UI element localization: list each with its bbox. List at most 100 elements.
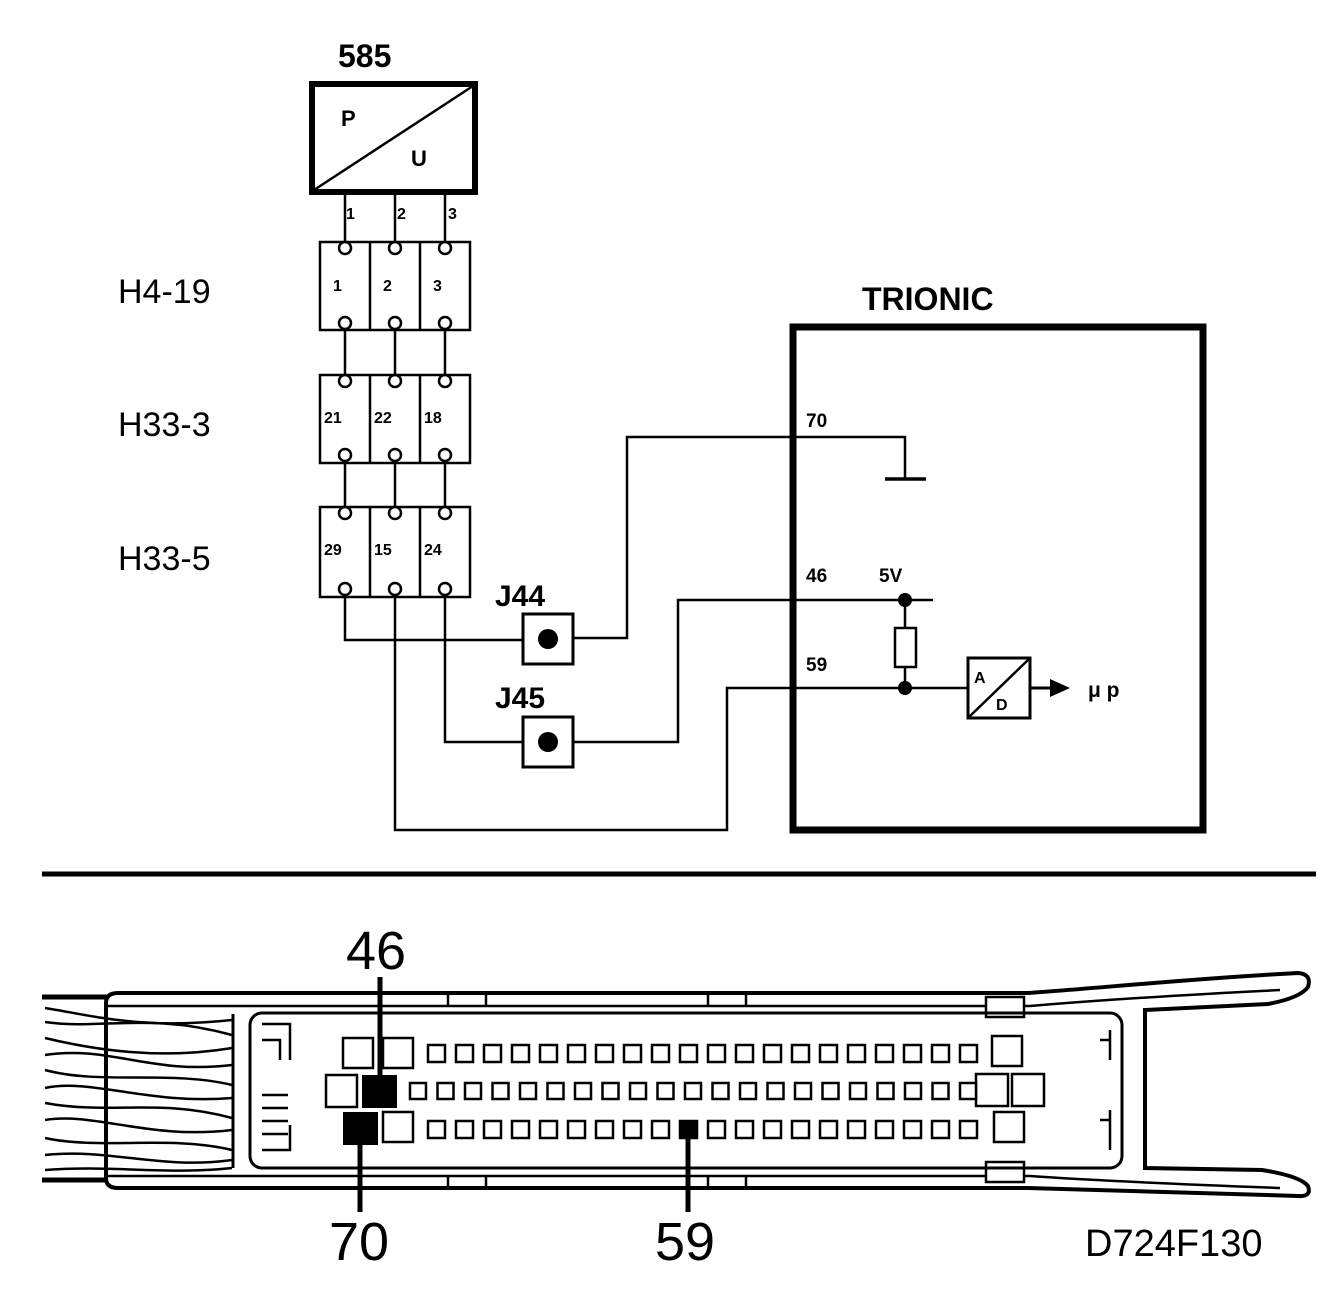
terminal: [387, 505, 403, 521]
pin-cavity: [454, 1043, 475, 1064]
wire-supply: [573, 598, 933, 744]
cavity-number: 21: [324, 410, 342, 427]
large-cavity: [381, 1036, 415, 1070]
large-cavity: [341, 1036, 375, 1070]
pin-cavity: [958, 1119, 979, 1140]
pin-cavity: [538, 1043, 559, 1064]
pull-up-resistor: [893, 626, 918, 669]
module-body: [789, 323, 1207, 834]
pin-cavity: [738, 1081, 758, 1101]
pin-70-callout: 70: [329, 1212, 389, 1272]
pin-46-callout: 46: [346, 921, 406, 981]
pin-cavity: [436, 1081, 455, 1101]
pin-cavity: [622, 1119, 643, 1140]
pin-cavity: [678, 1043, 699, 1064]
sensor-pin-label: 1: [346, 206, 355, 223]
terminal: [337, 240, 353, 256]
terminal: [387, 240, 403, 256]
terminal: [387, 581, 403, 597]
pin-cavity: [622, 1043, 643, 1064]
terminal: [437, 447, 453, 463]
pin-cavity: [683, 1081, 703, 1101]
cavity-number: 3: [433, 278, 442, 295]
pin-signal-label: 59: [806, 655, 827, 676]
processor-label: μ p: [1088, 679, 1120, 702]
pin-cavity: [463, 1081, 483, 1101]
wires: [337, 435, 968, 832]
sensor-input-label: P: [341, 106, 356, 131]
terminal: [337, 505, 353, 521]
pin-cavity: [426, 1043, 447, 1064]
large-cavity: [992, 1110, 1026, 1144]
wire-bundle: [42, 994, 235, 1183]
ad-converter-diagonal: [968, 658, 1030, 718]
pin-cavity: [628, 1081, 648, 1101]
pin-cavity: [566, 1043, 587, 1064]
pin-cavity: [821, 1081, 840, 1101]
pin-cavity: [706, 1043, 727, 1064]
cavity-number: 2: [383, 278, 392, 295]
pin-cavity: [538, 1119, 559, 1140]
pin-cavity: [818, 1119, 839, 1140]
terminal: [437, 240, 453, 256]
bundle-wire: [44, 1084, 233, 1101]
bundle-wire: [44, 1020, 233, 1037]
cavity-number: 18: [424, 410, 442, 427]
housing-comb: [262, 1093, 292, 1152]
connector-label: H33-3: [118, 406, 211, 444]
pin-cavity: [874, 1119, 895, 1140]
pin-cavity: [930, 1043, 951, 1064]
cavity-number: 1: [333, 278, 342, 295]
connector-shell: [104, 970, 1311, 1199]
large-cavity: [1010, 1072, 1046, 1108]
pin-cavity: [566, 1119, 587, 1140]
splice-j45: J45: [495, 682, 575, 769]
pin-cavity: [876, 1081, 895, 1101]
terminal: [337, 373, 353, 389]
connector-label: H33-5: [118, 540, 211, 578]
cavity-number: 15: [374, 542, 392, 559]
pin-cavity: [818, 1043, 839, 1064]
terminal: [337, 447, 353, 463]
terminal: [387, 315, 403, 331]
node-dot: [898, 681, 912, 695]
pin-ground-label: 70: [806, 411, 827, 432]
bundle-wire: [44, 1101, 233, 1120]
pin-cavity: [958, 1081, 978, 1101]
cavity-number: 29: [324, 542, 342, 559]
pin-cavity: [931, 1081, 950, 1101]
pin-cavity: [902, 1119, 923, 1140]
bundle-wire: [44, 1006, 233, 1025]
splice-label: J44: [495, 580, 545, 613]
pin-cavity: [903, 1081, 923, 1101]
pin-cavity: [762, 1043, 783, 1064]
connector-h33-5: H33-5 29 15 24: [118, 505, 472, 599]
pressure-sensor: 585 P U 1 2 3: [309, 38, 478, 223]
large-cavity: [381, 1110, 415, 1144]
pin-cavity: [734, 1043, 755, 1064]
control-module: TRIONIC 70 46 5V 59 A D μ p: [789, 281, 1207, 834]
pin-cavity: [930, 1119, 951, 1140]
pin-grid: [408, 1043, 979, 1140]
large-cavity: [324, 1073, 359, 1109]
converter-input-label: A: [974, 670, 986, 687]
pin-cavity: [793, 1081, 813, 1101]
pin-cavity: [650, 1043, 671, 1064]
pin-cavity: [762, 1119, 783, 1140]
harness-leads: [343, 195, 447, 513]
pin-cavity: [790, 1043, 811, 1064]
bundle-wire: [44, 1152, 233, 1164]
terminal: [337, 581, 353, 597]
pin-cavity: [790, 1119, 811, 1140]
pin-cavity: [426, 1119, 447, 1140]
bundle-wire: [44, 1166, 233, 1172]
pin-cavity: [482, 1043, 503, 1064]
pin-cavity: [573, 1081, 593, 1101]
large-cavity: [974, 1072, 1010, 1108]
node-dot: [898, 593, 912, 607]
sensor-pin-label: 3: [448, 206, 457, 223]
pin-supply-label: 46: [806, 566, 827, 587]
terminal: [437, 505, 453, 521]
shell-latch: [984, 1160, 1026, 1184]
